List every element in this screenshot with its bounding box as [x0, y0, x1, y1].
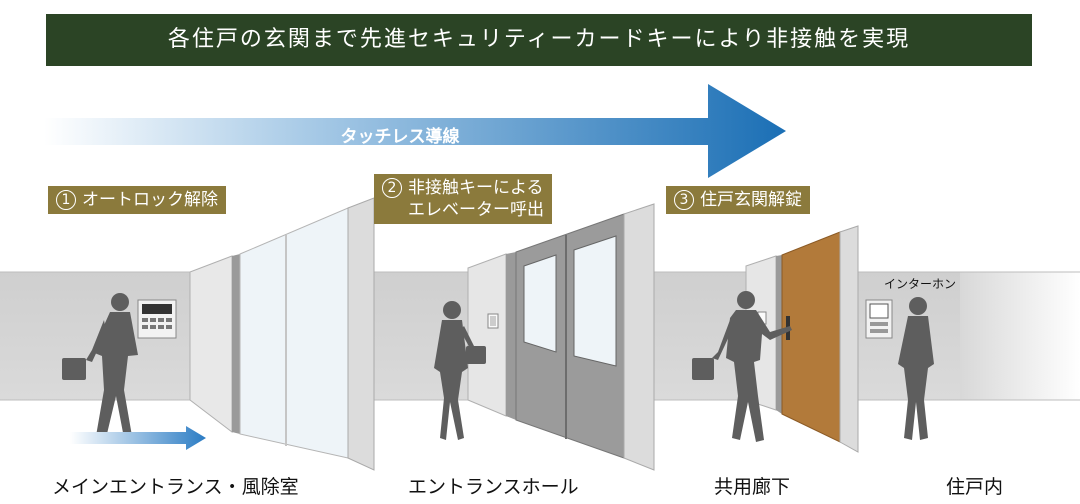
entrance-glass-doors: [189, 197, 375, 471]
step-3-label: 住戸玄関解錠: [700, 190, 802, 210]
person-1-silhouette: [62, 293, 138, 438]
location-entrance-hall: エントランスホール: [408, 476, 579, 498]
step-2-number: 2: [382, 178, 402, 198]
step-1-label: オートロック解除: [82, 190, 218, 210]
floor-arrow: [70, 426, 206, 450]
banner-title: 各住戸の玄関まで先進セキュリティーカードキーにより非接触を実現: [167, 27, 911, 52]
intercom-panel: [137, 299, 177, 339]
location-home-interior: 住戸内: [946, 476, 1004, 498]
corridor-door: [745, 225, 859, 453]
step-3-badge: 3 住戸玄関解錠: [666, 186, 810, 214]
location-corridor: 共用廊下: [714, 476, 791, 498]
step-1-badge: 1 オートロック解除: [48, 186, 226, 214]
intercom-label: インターホン: [884, 277, 957, 291]
step-2-badge: 2 非接触キーによるエレベーター呼出: [374, 174, 552, 224]
step-2-label-line2: エレベーター呼出: [408, 200, 544, 220]
step-2-label-line1: 非接触キーによる: [408, 178, 544, 198]
header-banner: 各住戸の玄関まで先進セキュリティーカードキーにより非接触を実現: [46, 14, 1032, 66]
person-3-silhouette: [692, 291, 792, 442]
person-4-silhouette: [898, 297, 934, 440]
flow-label: タッチレス導線: [340, 127, 460, 147]
step-3-number: 3: [674, 190, 694, 210]
person-2-silhouette: [434, 301, 486, 440]
step-1-number: 1: [56, 190, 76, 210]
home-intercom: [865, 299, 893, 339]
location-main-entrance: メインエントランス・風除室: [52, 476, 299, 498]
elevator-hall: [467, 203, 655, 471]
touchless-flow-arrow: [44, 84, 786, 178]
